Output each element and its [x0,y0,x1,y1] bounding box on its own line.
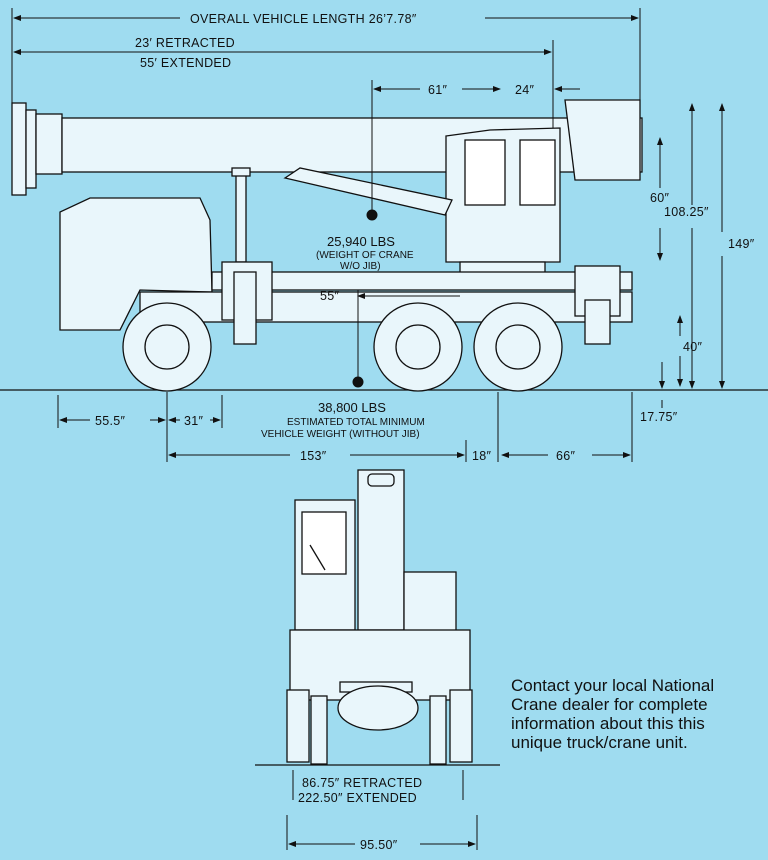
dim-31-label: 31″ [184,414,204,428]
front-width-label: 95.50″ [360,838,398,852]
crane-cg-marker [366,209,378,221]
front-view [255,469,500,766]
dim-55-label: 55″ [320,289,340,303]
vehicle-weight-note-1: ESTIMATED TOTAL MINIMUM [287,417,425,428]
vehicle-weight-note-2: VEHICLE WEIGHT (WITHOUT JIB) [261,429,420,440]
dim-66-label: 66″ [556,449,576,463]
retracted-length-label: 23′ RETRACTED [135,36,235,50]
side-view [0,99,768,392]
dim-24-label: 24″ [515,83,535,97]
contact-dealer-text: Contact your local National Crane dealer… [511,676,715,752]
dim-55-5-label: 55.5″ [95,414,126,428]
front-retracted-label: 86.75″ RETRACTED [302,776,422,790]
dim-153-label: 153″ [300,449,327,463]
dim-61-label: 61″ [428,83,448,97]
dim-60-label: 60″ [650,191,670,205]
front-extended-label: 222.50″ EXTENDED [298,791,417,805]
vehicle-cg-marker [352,376,364,388]
dim-17-label: 17.75″ [640,410,678,424]
dim-108-label: 108.25″ [664,205,709,219]
vehicle-weight-label: 38,800 LBS [318,400,386,415]
extended-length-label: 55′ EXTENDED [140,56,231,70]
dimension-lines [11,8,725,462]
crane-weight-note-2: W/O JIB) [340,261,381,272]
overall-length-label: OVERALL VEHICLE LENGTH 26’7.78″ [190,12,417,26]
dim-40-label: 40″ [683,340,703,354]
crane-weight-note-1: (WEIGHT OF CRANE [316,250,414,261]
dim-149-label: 149″ [728,237,755,251]
dim-18-label: 18″ [472,449,492,463]
front-dimension-lines [286,770,478,850]
crane-weight-label: 25,940 LBS [327,234,395,249]
